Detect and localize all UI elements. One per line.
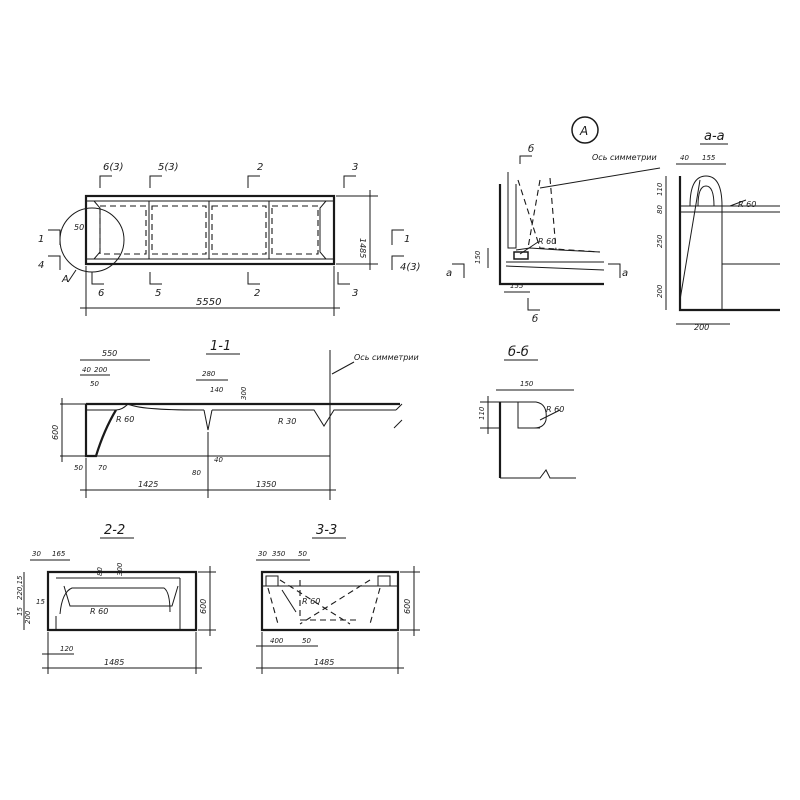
section-aa-title: а-а xyxy=(704,129,725,144)
section-aa-dim-80: 80 xyxy=(656,205,664,214)
section-11-dim-200: 200 xyxy=(94,366,108,374)
section-33-title: 3-3 xyxy=(316,523,337,538)
section-22: 2-2 R 60 30 165 80 300 220,15 15 15 200 … xyxy=(16,523,216,674)
section-11-sym-axis: Ось симметрии xyxy=(354,353,419,362)
section-aa-dim-200h: 200 xyxy=(694,323,709,332)
section-bb-r60: R 60 xyxy=(546,405,564,414)
section-22-dim-30: 30 xyxy=(32,550,41,558)
section-bb: б-б 110 150 R 60 xyxy=(478,345,576,479)
detail-a: A б Ось симметрии R 60 а а 150 155 б xyxy=(446,116,661,325)
section-33-dim-350: 350 xyxy=(272,550,286,558)
cut-6-bottom-label: 6 xyxy=(98,288,104,299)
detail-a-sym-axis: Ось симметрии xyxy=(592,153,657,162)
section-33-dim-50a: 50 xyxy=(298,550,307,558)
cut-3-bottom-label: 3 xyxy=(352,288,358,299)
section-33-dim-1485: 1485 xyxy=(314,658,334,667)
section-22-dim-1485: 1485 xyxy=(104,658,124,667)
dim-plan-width: 1485 xyxy=(358,238,367,258)
section-a-left-label: а xyxy=(446,268,452,279)
section-11-title: 1-1 xyxy=(210,339,231,354)
cut-6-3-label: 6(3) xyxy=(103,162,124,173)
section-11-dim-550: 550 xyxy=(102,349,117,358)
section-22-dim-15a: 15 xyxy=(36,598,45,606)
detail-a-dim-155: 155 xyxy=(510,282,524,290)
section-33-dim-600: 600 xyxy=(403,599,412,614)
cut-2-bottom-label: 2 xyxy=(254,288,260,299)
cut-4-3-right-label: 4(3) xyxy=(400,262,421,273)
section-33-dim-400: 400 xyxy=(270,637,284,645)
cut-1-left-label: 1 xyxy=(38,234,44,245)
section-22-r60: R 60 xyxy=(90,607,108,616)
cut-2-top-label: 2 xyxy=(257,162,263,173)
cut-3-top-label: 3 xyxy=(352,162,358,173)
section-bb-dim-150: 150 xyxy=(520,380,534,388)
section-22-dim-80: 80 xyxy=(96,567,104,576)
plan-view: A 50 6(3) 5(3) 2 3 1 4 1 4(3) 6 5 2 3 55 xyxy=(38,162,421,316)
section-b-bottom-label: б xyxy=(532,313,538,325)
section-11-dim-300: 300 xyxy=(240,386,248,400)
section-bb-dim-110: 110 xyxy=(478,406,486,420)
section-11-dim-80: 80 xyxy=(192,469,201,477)
section-aa-dim-200v: 200 xyxy=(656,284,664,298)
section-11-r30: R 30 xyxy=(278,417,296,426)
section-11-dim-1350: 1350 xyxy=(256,480,276,489)
section-22-dim-165: 165 xyxy=(52,550,66,558)
section-aa-dim-40: 40 xyxy=(680,154,689,162)
section-11-r60: R 60 xyxy=(116,415,134,424)
section-33-dim-30: 30 xyxy=(258,550,267,558)
section-11-dim-1425: 1425 xyxy=(138,480,158,489)
section-11-dim-50b: 50 xyxy=(74,464,83,472)
section-11-dim-70: 70 xyxy=(98,464,107,472)
section-11-dim-40b: 40 xyxy=(214,456,223,464)
section-22-dim-600: 600 xyxy=(199,599,208,614)
detail-a-r60: R 60 xyxy=(538,237,556,246)
detail-a-dim-150: 150 xyxy=(474,250,482,264)
section-aa: а-а R 60 40 155 110 80 250 200 200 xyxy=(656,129,780,332)
section-22-dim-120: 120 xyxy=(60,645,74,653)
section-11-dim-600: 600 xyxy=(51,425,60,440)
section-22-title: 2-2 xyxy=(104,523,125,538)
section-22-dim-200: 200 xyxy=(24,610,32,624)
section-11-dim-40: 40 xyxy=(82,366,91,374)
section-33-r60: R 60 xyxy=(302,597,320,606)
section-11-dim-140: 140 xyxy=(210,386,224,394)
section-11-dim-50: 50 xyxy=(90,380,99,388)
section-11-dim-280: 280 xyxy=(202,370,216,378)
section-22-dim-15b: 15 xyxy=(16,607,24,616)
cut-5-3-label: 5(3) xyxy=(158,162,179,173)
cut-1-right-label: 1 xyxy=(404,234,410,245)
section-11: 1-1 Ось симметрии R 60 R 30 550 40 200 5… xyxy=(51,339,419,500)
cut-5-bottom-label: 5 xyxy=(155,288,161,299)
detail-a-marker: A xyxy=(579,124,588,138)
section-33: 3-3 R 60 30 350 50 600 400 50 1485 xyxy=(256,523,420,674)
section-aa-dim-250: 250 xyxy=(656,234,664,248)
dim-plan-length: 5550 xyxy=(196,297,221,308)
section-22-dim-220-15: 220,15 xyxy=(16,575,24,600)
section-33-dim-50b: 50 xyxy=(302,637,311,645)
dim-50-plan: 50 xyxy=(74,223,84,232)
section-a-right-label: а xyxy=(622,268,628,279)
callout-a-label: A xyxy=(61,274,69,285)
section-aa-dim-155: 155 xyxy=(702,154,716,162)
cut-4-left-label: 4 xyxy=(38,260,44,271)
section-aa-r60: R 60 xyxy=(738,200,756,209)
section-22-dim-300: 300 xyxy=(116,562,124,576)
section-bb-title: б-б xyxy=(508,345,529,360)
section-b-top-label: б xyxy=(528,143,534,155)
section-aa-dim-110: 110 xyxy=(656,182,664,196)
